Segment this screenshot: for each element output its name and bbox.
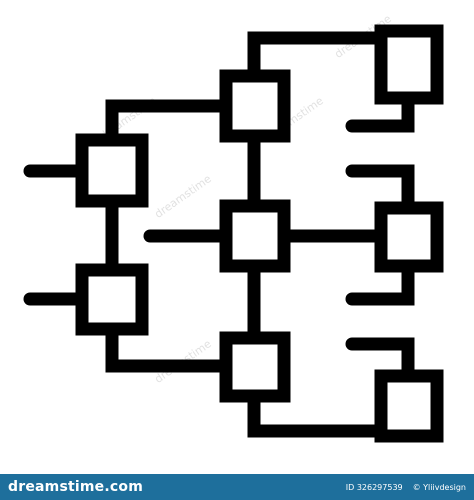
node-box xyxy=(374,369,444,443)
node-box xyxy=(374,201,444,273)
connector-line xyxy=(345,259,415,306)
connector-line xyxy=(247,31,388,83)
node-box xyxy=(374,24,444,105)
node-box xyxy=(219,69,291,143)
connector-line xyxy=(247,389,388,438)
node-box xyxy=(219,199,291,273)
connector-line xyxy=(345,91,415,133)
hierarchy-diagram-icon xyxy=(23,24,444,443)
image-id: ID 326297539 xyxy=(345,482,403,492)
node-box xyxy=(219,331,291,403)
connector-line xyxy=(105,99,233,147)
brand-logo: dreamstime.com xyxy=(8,479,143,495)
icon-canvas: dreamstime dreamstime dreamstime dreamst… xyxy=(23,12,444,443)
footer-bar: dreamstime.com ID 326297539 © Yliivdesig… xyxy=(0,474,474,500)
node-box xyxy=(75,133,149,208)
connector-line xyxy=(345,337,415,383)
connector-line xyxy=(105,322,233,373)
footer-credits: ID 326297539 © Yliivdesign xyxy=(346,483,466,492)
connector-line xyxy=(345,164,415,215)
author-credit: © Yliivdesign xyxy=(412,482,466,492)
node-box xyxy=(75,263,149,336)
